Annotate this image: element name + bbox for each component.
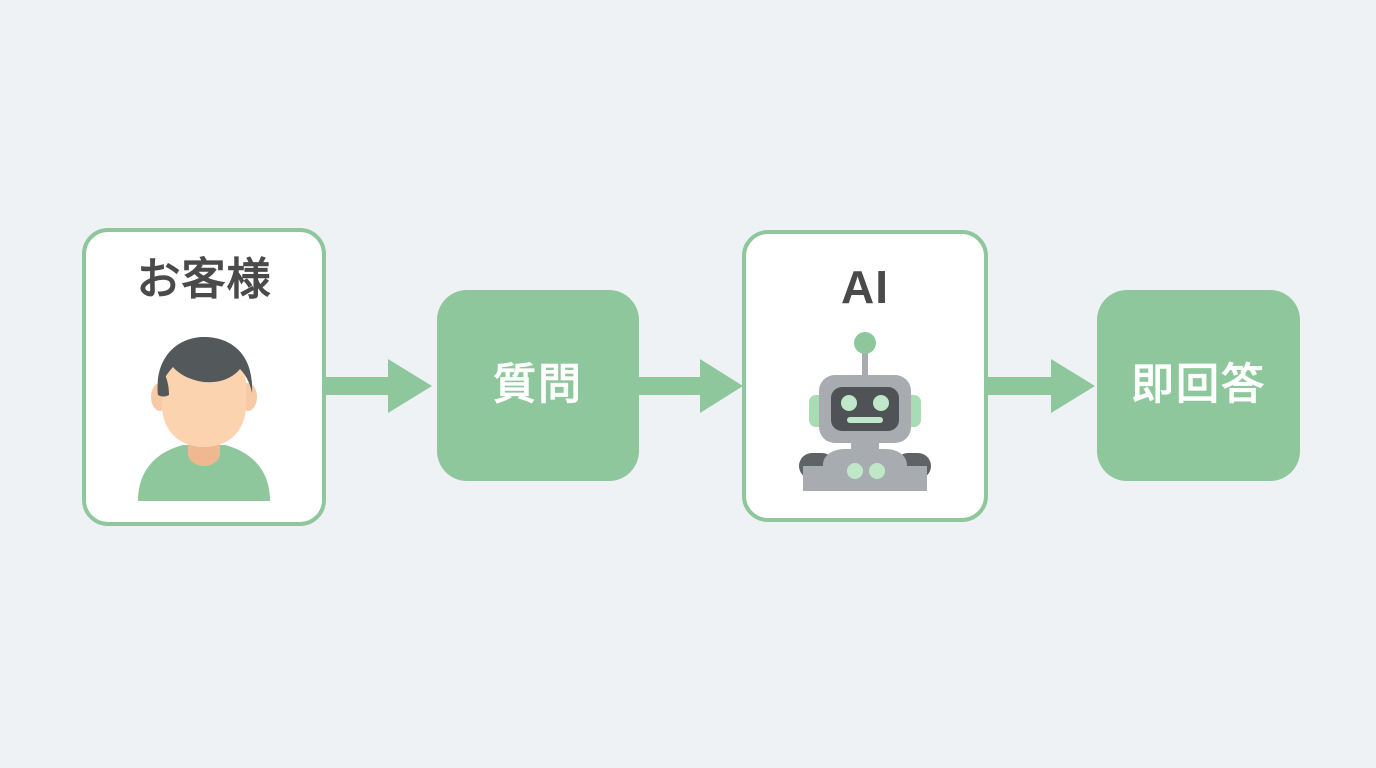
arrow-right-icon-1 (322, 357, 432, 415)
arrow-right-icon-3 (985, 357, 1095, 415)
step-pill-answer[interactable]: 即回答 (1097, 290, 1300, 481)
customer-card-title: お客様 (136, 255, 272, 304)
question-pill-label: 質問 (493, 361, 583, 409)
step-pill-question[interactable]: 質問 (437, 290, 639, 481)
ai-card-title: AI (841, 261, 889, 313)
arrow-right-icon-2 (636, 357, 743, 415)
step-card-customer[interactable]: お客様 (82, 228, 326, 526)
step-card-ai[interactable]: AI (742, 230, 988, 522)
answer-pill-label: 即回答 (1131, 361, 1266, 409)
person-avatar-icon (128, 335, 280, 506)
robot-icon (789, 329, 941, 496)
